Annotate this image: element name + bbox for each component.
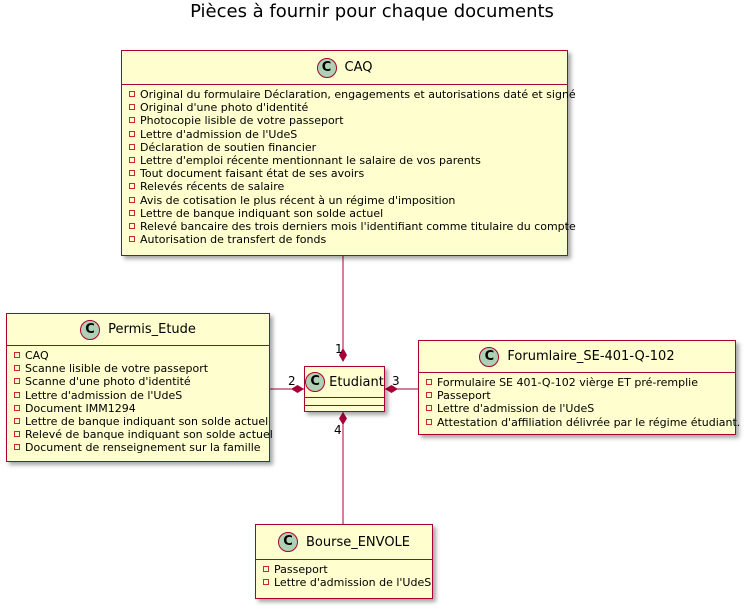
class-name: Etudiant [329, 374, 384, 390]
class-header: C CAQ [122, 51, 567, 85]
multiplicity-permis: 2 [288, 374, 296, 388]
private-marker-icon [129, 91, 135, 97]
private-marker-icon [129, 183, 135, 190]
class-formulaire: C Forumlaire_SE-401-Q-102 Formulaire SE … [418, 340, 740, 435]
attribute: Lettre d'admission de l'UdeS [129, 128, 567, 141]
class-name: Bourse_ENVOLE [305, 534, 411, 550]
private-marker-icon [129, 143, 135, 150]
private-marker-icon [426, 379, 432, 385]
attribute: Autorisation de transfert de fonds [129, 233, 567, 246]
class-name: CAQ [344, 60, 373, 75]
diamond-permis [291, 385, 304, 393]
attribute: Lettre d'admission de l'UdeS [263, 576, 432, 589]
attribute-list: Formulaire SE 401-Q-102 vièrge ET pré-re… [419, 373, 740, 429]
class-badge-icon: C [80, 319, 101, 340]
class-badge-icon: C [316, 57, 337, 78]
multiplicity-formulaire: 3 [392, 374, 400, 388]
class-caq: C CAQ Original du formulaire Déclaration… [121, 50, 576, 256]
multiplicity-bourse: 4 [334, 423, 342, 437]
private-marker-icon [129, 223, 135, 230]
private-marker-icon [14, 391, 20, 398]
private-marker-icon [426, 418, 432, 425]
method-divider [305, 398, 384, 406]
attribute: Document IMM1294 [14, 402, 269, 415]
diamond-caq [339, 348, 347, 362]
class-bourse-envole: C Bourse_ENVOLE Passeport Lettre d'admis… [255, 524, 433, 599]
private-marker-icon [14, 378, 20, 385]
private-marker-icon [426, 392, 432, 399]
multiplicity-caq: 1 [335, 342, 343, 356]
attribute-list: Passeport Lettre d'admission de l'UdeS [256, 560, 432, 589]
attribute: Lettre de banque indiquant son solde act… [14, 415, 269, 428]
class-etudiant: C Etudiant [304, 366, 385, 412]
class-header: C Etudiant [305, 367, 384, 398]
attribute: Relevé de banque indiquant son solde act… [14, 428, 273, 441]
attribute: Lettre d'emploi récente mentionnant le s… [129, 154, 567, 167]
class-badge-icon: C [305, 372, 326, 392]
private-marker-icon [129, 209, 135, 216]
attribute: Lettre d'admission de l'UdeS [426, 402, 735, 415]
private-marker-icon [14, 365, 20, 372]
attribute: Lettre d'admission de l'UdeS [14, 389, 269, 402]
private-marker-icon [129, 157, 135, 164]
attribute: Relevés récents de salaire [129, 180, 567, 193]
private-marker-icon [129, 196, 135, 203]
private-marker-icon [263, 579, 269, 586]
attribute: Relevé bancaire des trois derniers mois … [129, 220, 576, 233]
attribute: Scanne d'une photo d'identité [14, 375, 269, 388]
attribute: CAQ [14, 349, 269, 362]
private-marker-icon [14, 404, 20, 411]
class-header: C Forumlaire_SE-401-Q-102 [419, 341, 735, 373]
class-badge-icon: C [277, 532, 298, 552]
private-marker-icon [129, 130, 135, 137]
private-marker-icon [129, 117, 135, 124]
attribute: Original d'une photo d'identité [129, 101, 567, 114]
attribute: Passeport [263, 563, 432, 576]
class-permis-etude: C Permis_Etude CAQ Scanne lisible de vot… [6, 313, 273, 462]
attribute: Lettre de banque indiquant son solde act… [129, 207, 567, 220]
class-badge-icon: C [479, 346, 500, 367]
private-marker-icon [14, 431, 20, 438]
class-name: Forumlaire_SE-401-Q-102 [507, 349, 675, 364]
diamond-bourse [339, 412, 347, 425]
class-header: C Permis_Etude [7, 314, 269, 346]
private-marker-icon [129, 104, 135, 111]
class-name: Permis_Etude [108, 322, 196, 337]
private-marker-icon [263, 566, 269, 572]
private-marker-icon [426, 405, 432, 412]
private-marker-icon [129, 236, 135, 243]
attribute: Original du formulaire Déclaration, enga… [129, 88, 576, 101]
attribute: Attestation d'affiliation délivrée par l… [426, 416, 740, 429]
attribute: Passeport [426, 389, 735, 402]
private-marker-icon [14, 444, 20, 451]
attribute-list: Original du formulaire Déclaration, enga… [122, 85, 576, 246]
attribute: Formulaire SE 401-Q-102 vièrge ET pré-re… [426, 376, 735, 389]
class-header: C Bourse_ENVOLE [256, 525, 432, 560]
private-marker-icon [14, 352, 20, 358]
attribute: Photocopie lisible de votre passeport [129, 114, 567, 127]
attribute-list: CAQ Scanne lisible de votre passeport Sc… [7, 346, 273, 455]
diagram-title: Pièces à fournir pour chaque documents [190, 1, 554, 22]
private-marker-icon [14, 418, 20, 425]
attribute: Avis de cotisation le plus récent à un r… [129, 194, 567, 207]
attribute: Scanne lisible de votre passeport [14, 362, 269, 375]
attribute: Tout document faisant état de ses avoirs [129, 167, 567, 180]
attribute: Document de renseignement sur la famille [14, 441, 269, 454]
private-marker-icon [129, 170, 135, 177]
attribute: Déclaration de soutien financier [129, 141, 567, 154]
diamond-formulaire [385, 385, 398, 393]
